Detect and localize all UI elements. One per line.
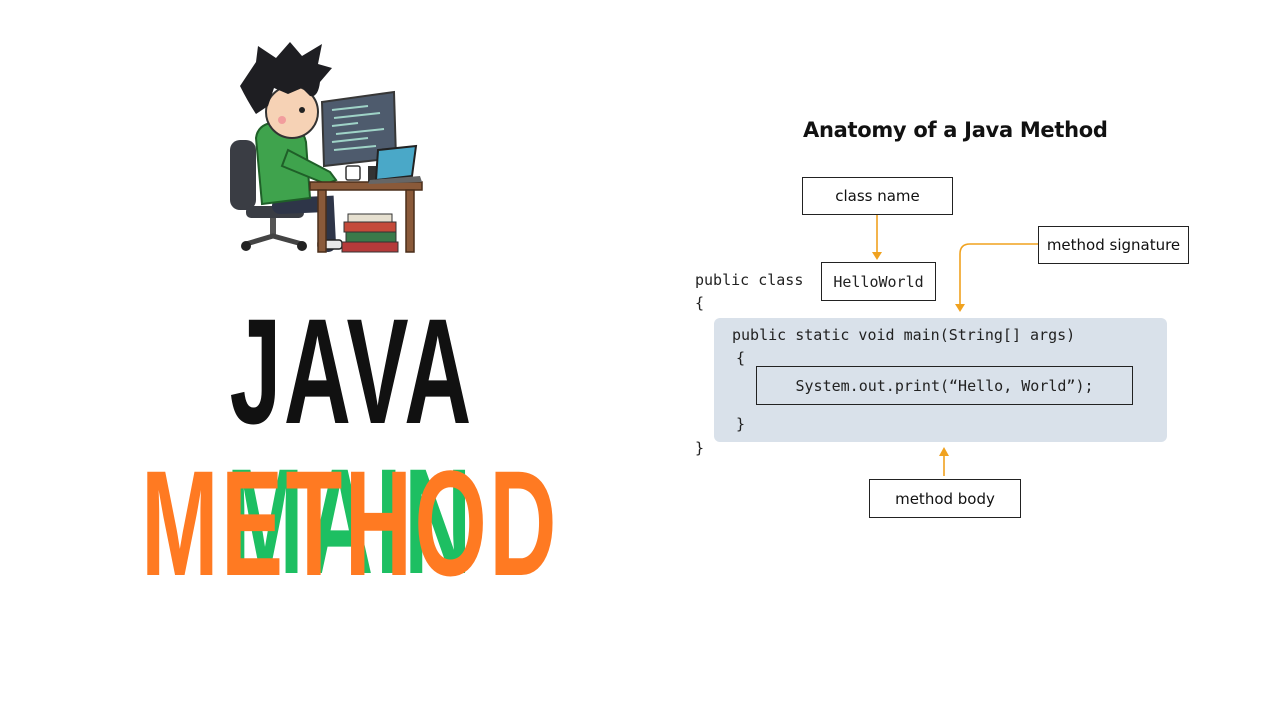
label-method-signature-text: method signature [1046,236,1181,254]
statement-box: System.out.print(“Hello, World”); [756,366,1133,405]
laptop-screen [374,144,418,182]
code-signature: public static void main(String[] args) [732,326,1076,344]
label-class-name: class name [802,177,953,215]
arrowhead [939,447,949,456]
monitor-code-lines [331,105,385,151]
headline-word-main: MAIN [226,437,474,605]
code-class-prefix: public class [695,271,804,289]
label-method-signature: method signature [1038,226,1189,264]
headline-word-method: METHOD [141,439,559,607]
diagram-title: Anatomy of a Java Method [803,118,1108,142]
laptop-base [368,176,422,184]
arrow-method-signature [959,243,1038,306]
headline-word-java: JAVA [229,287,471,455]
label-class-name-text: class name [835,187,920,205]
cheek [278,116,286,124]
arrowhead [955,304,965,312]
desk-leg [405,189,415,253]
desk-leg [317,189,327,253]
class-name-box: HelloWorld [821,262,936,301]
chair-back [230,140,256,210]
code-method-open-brace: { [736,349,746,367]
chair-wheel [297,241,307,251]
code-close-brace: } [695,439,705,457]
code-statement: System.out.print(“Hello, World”); [795,376,1094,395]
chair-base [245,233,303,247]
hair [240,42,332,114]
code-open-brace: { [695,294,705,312]
desk-top [309,181,423,191]
headline-line-1: JAVA MAIN [133,296,567,596]
method-panel [714,318,1167,442]
programmer-at-desk-icon [230,42,423,253]
label-method-body: method body [869,479,1021,518]
headline-line-2: METHOD [133,448,567,598]
code-class-name: HelloWorld [833,272,924,291]
chair-wheel [241,241,251,251]
chair-post [270,218,276,238]
label-method-body-text: method body [895,489,995,508]
code-method-close-brace: } [736,415,746,433]
arrowhead [872,252,882,260]
monitor-stand [368,166,376,182]
book [347,213,393,223]
mug [345,165,361,181]
eye [299,107,305,113]
